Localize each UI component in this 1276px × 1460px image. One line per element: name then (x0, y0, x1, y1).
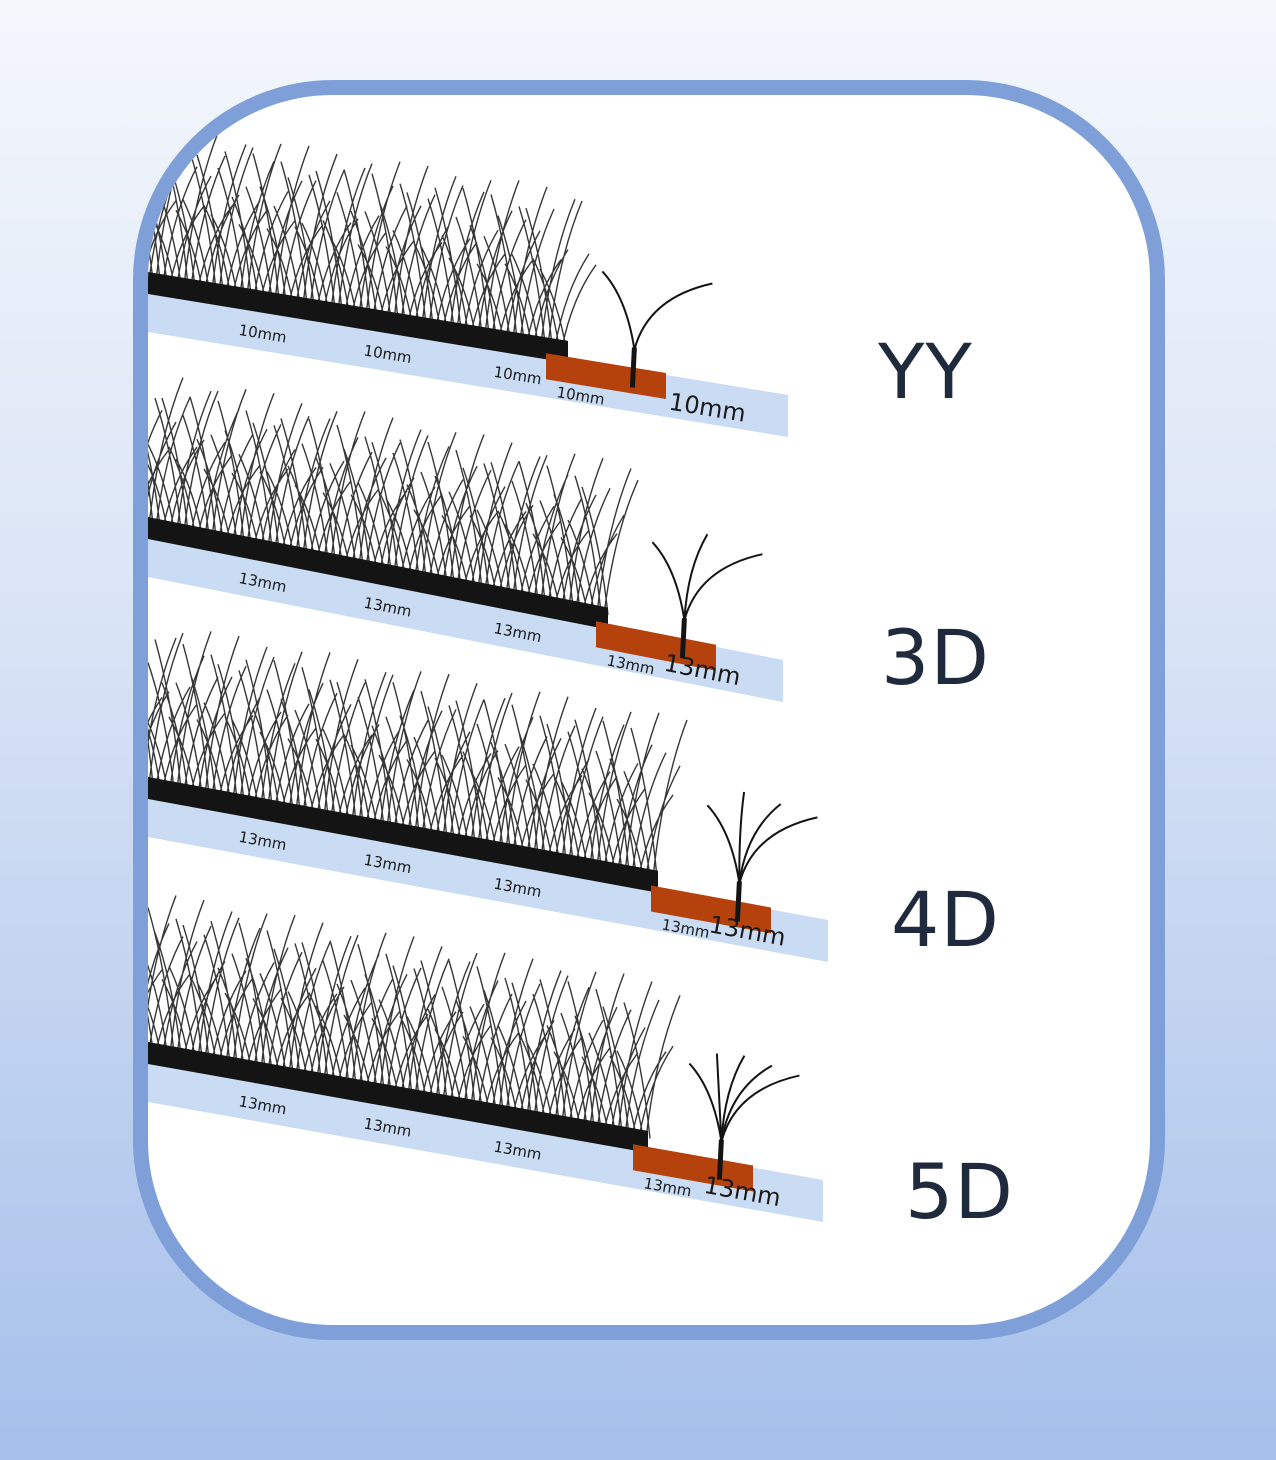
lash-band (148, 631, 688, 893)
fan-tip (720, 1074, 800, 1142)
fan-tip (706, 804, 741, 884)
single-fan-lash (651, 533, 763, 659)
single-fan-lash (706, 791, 818, 922)
paper-strip (148, 290, 788, 437)
single-fan-lash (688, 1053, 800, 1180)
fan-tip (651, 541, 686, 621)
fan-stem (716, 1139, 724, 1180)
paper-strip (148, 795, 828, 962)
orange-tab (546, 353, 666, 399)
lash-base (148, 517, 608, 630)
type-label-3d: 3D (881, 613, 990, 702)
lash-fibers (148, 126, 597, 349)
fan-tip (738, 791, 746, 884)
type-label-5d: 5D (905, 1147, 1014, 1236)
fan-stem (734, 881, 742, 922)
paper-strip (148, 1060, 823, 1222)
type-label-yy: YY (878, 327, 973, 416)
paper-strip (148, 535, 783, 702)
lash-fibers (148, 631, 688, 878)
lash-fibers (148, 377, 639, 615)
fan-tip (738, 816, 818, 884)
lash-base (148, 1042, 648, 1153)
fan-tip (738, 803, 782, 884)
fan-tip (601, 270, 636, 350)
orange-tab (633, 1144, 753, 1192)
fan-stem (629, 347, 637, 388)
lash-band (148, 377, 639, 630)
fan-stem (679, 618, 687, 659)
fan-tip (688, 1062, 723, 1142)
fan-tip (720, 1055, 746, 1142)
type-label-4d: 4D (891, 875, 1000, 964)
fan-tip (683, 553, 763, 621)
orange-tab (651, 885, 771, 934)
lash-band (148, 126, 597, 363)
fan-tip (683, 533, 709, 621)
lash-band (148, 895, 681, 1153)
single-fan-lash (601, 270, 713, 388)
lash-fibers (148, 895, 681, 1139)
orange-tab (596, 621, 716, 671)
lash-base (148, 272, 568, 363)
fan-tip (720, 1064, 773, 1142)
fan-tip (715, 1053, 723, 1142)
fan-tip (633, 282, 713, 350)
